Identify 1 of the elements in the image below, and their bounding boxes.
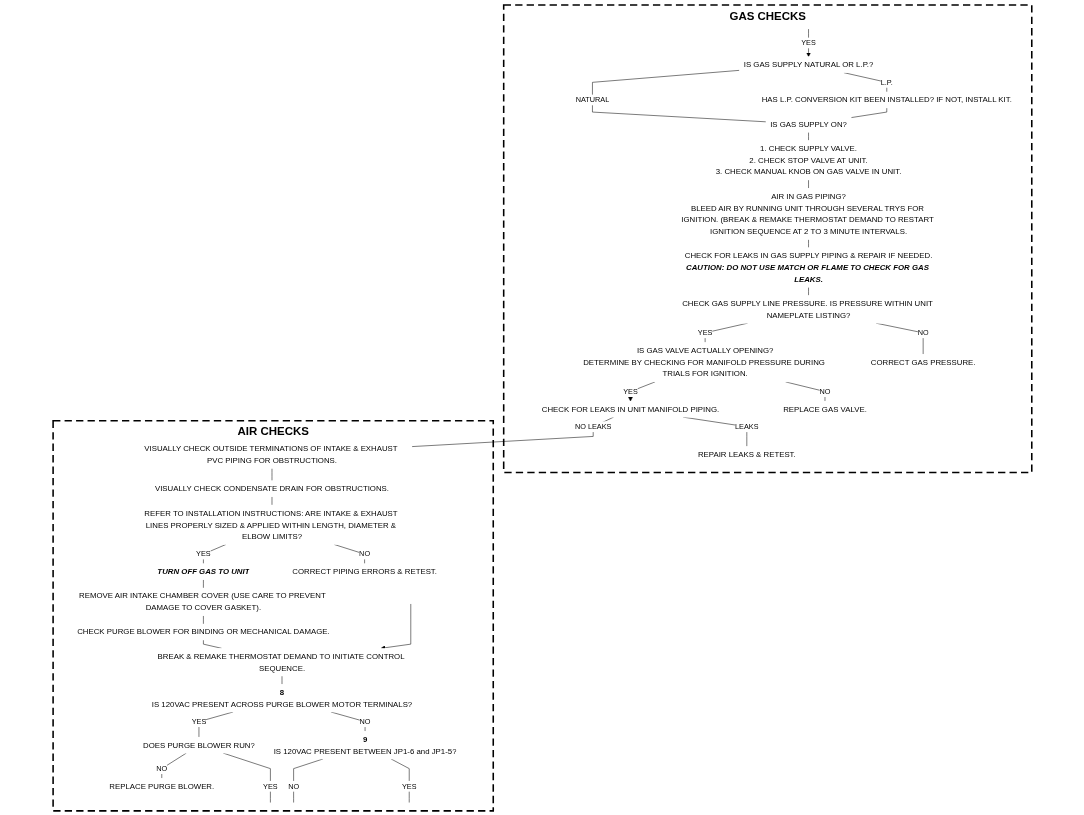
connector	[411, 416, 614, 447]
